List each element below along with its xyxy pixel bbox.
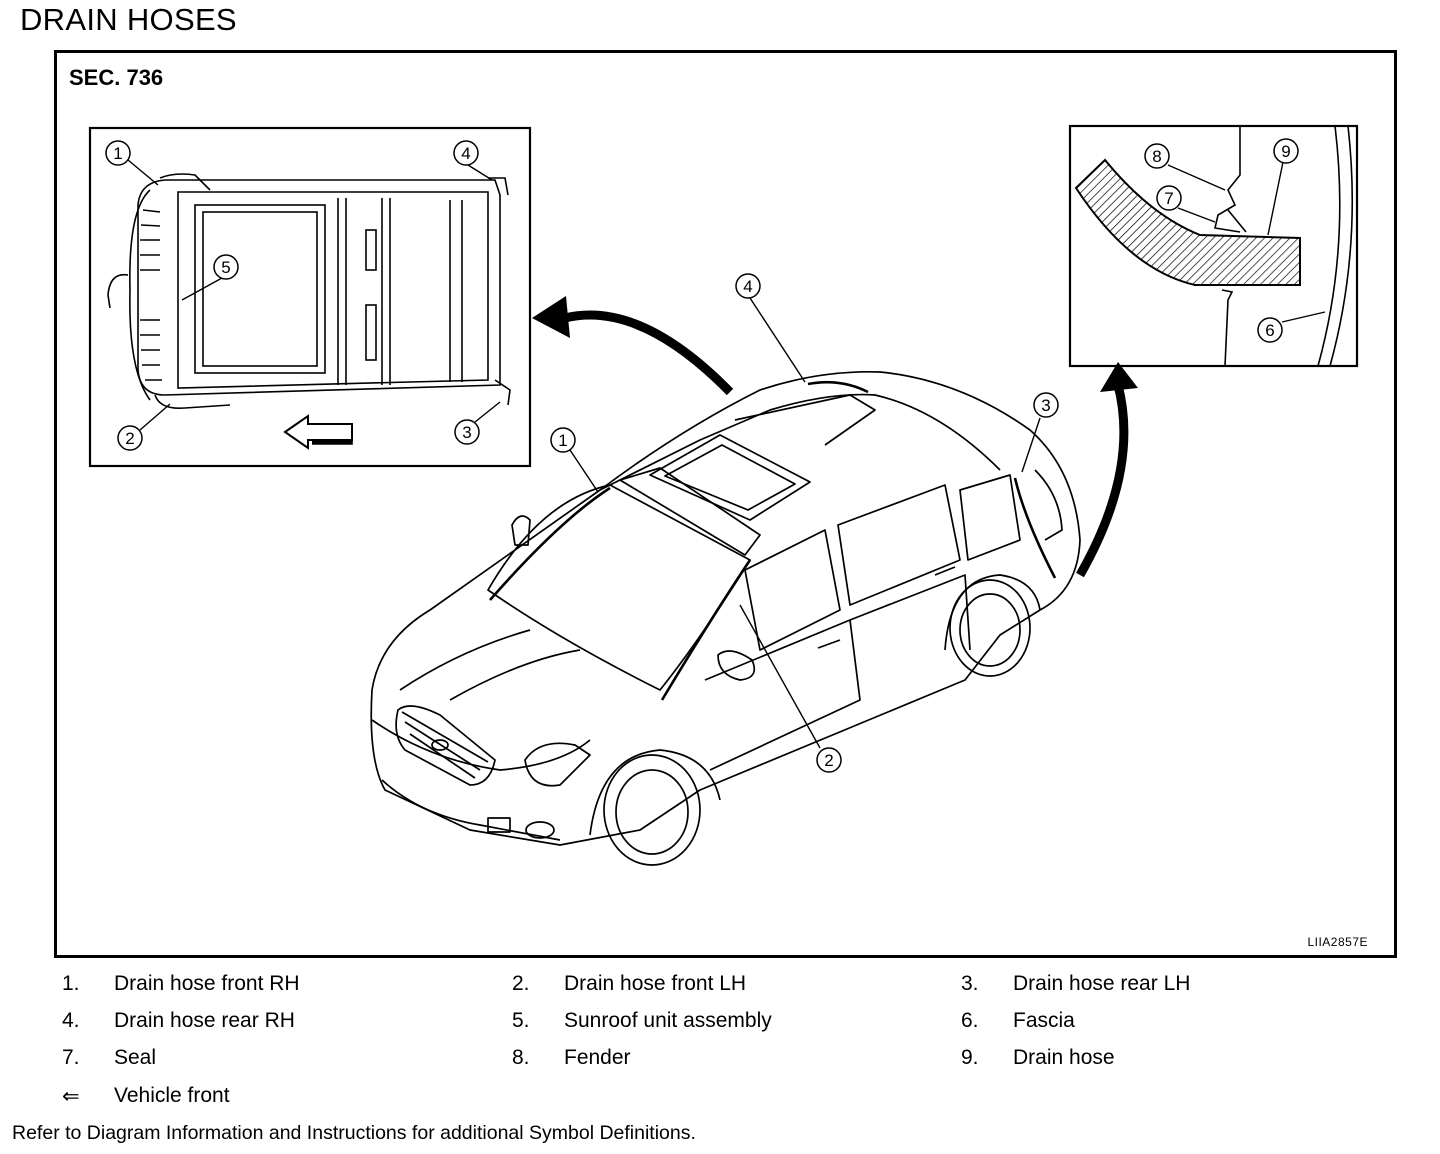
callout-8: 8: [1144, 143, 1170, 169]
legend-label: Drain hose front RH: [114, 972, 300, 995]
vehicle-illustration: [370, 370, 1081, 866]
footnote: Refer to Diagram Information and Instruc…: [12, 1122, 696, 1144]
svg-text:2: 2: [824, 751, 833, 770]
pointer-arrows: [532, 296, 1138, 578]
legend-number: 8.: [512, 1046, 530, 1069]
legend-number: 2.: [512, 972, 530, 995]
legend-label: Drain hose rear LH: [1013, 972, 1191, 995]
svg-text:2: 2: [125, 429, 134, 448]
legend-label: Vehicle front: [114, 1084, 230, 1107]
vehicle-front-arrow-icon: ⇐: [62, 1085, 80, 1108]
legend-number: 1.: [62, 972, 80, 995]
leader-lines: [127, 159, 1326, 749]
callout-1-inset: 1: [105, 140, 131, 166]
legend-label: Drain hose rear RH: [114, 1009, 295, 1032]
svg-text:3: 3: [462, 423, 471, 442]
diagram-frame: SEC. 736 LIIA2857E: [54, 50, 1397, 958]
callout-3-inset: 3: [454, 419, 480, 445]
legend-label: Fender: [564, 1046, 631, 1069]
callout-3-vehicle: 3: [1033, 392, 1059, 418]
callout-5-inset: 5: [213, 254, 239, 280]
legend-number: 7.: [62, 1046, 80, 1069]
callout-7: 7: [1156, 185, 1182, 211]
svg-text:4: 4: [743, 277, 752, 296]
svg-text:9: 9: [1281, 142, 1290, 161]
svg-text:7: 7: [1164, 189, 1173, 208]
legend-label: Drain hose front LH: [564, 972, 747, 995]
callout-2-vehicle: 2: [816, 747, 842, 773]
legend-number: 5.: [512, 1009, 530, 1032]
svg-text:1: 1: [113, 144, 122, 163]
section-label: SEC. 736: [69, 65, 164, 90]
figure-code: LIIA2857E: [1307, 935, 1368, 949]
legend-number: 6.: [961, 1009, 979, 1032]
callout-4-inset: 4: [453, 140, 479, 166]
callout-4-vehicle: 4: [735, 273, 761, 299]
callout-9: 9: [1273, 138, 1299, 164]
callout-1-vehicle: 1: [550, 427, 576, 453]
callouts: 1 4 5 2 3 1 4 3 2 8 7 9 6: [105, 138, 1299, 773]
parts-legend: 1. Drain hose front RH 2. Drain hose fro…: [0, 962, 1440, 1112]
svg-text:3: 3: [1041, 396, 1050, 415]
svg-text:6: 6: [1265, 321, 1274, 340]
legend-label: Fascia: [1013, 1009, 1075, 1032]
legend-number: 3.: [961, 972, 979, 995]
svg-text:8: 8: [1152, 147, 1161, 166]
svg-text:5: 5: [221, 258, 230, 277]
diagram-artwork: 1 4 5 2 3 1 4 3 2 8 7 9 6: [88, 124, 1359, 866]
page-title: DRAIN HOSES: [20, 2, 237, 37]
legend-label: Sunroof unit assembly: [564, 1009, 772, 1032]
drain-outlet-detail-inset: [1068, 124, 1359, 368]
callout-2-inset: 2: [117, 425, 143, 451]
legend-label: Seal: [114, 1046, 157, 1069]
legend-number: 4.: [62, 1009, 80, 1032]
legend-label: Drain hose: [1013, 1046, 1115, 1069]
legend-number: 9.: [961, 1046, 979, 1069]
svg-text:4: 4: [461, 144, 470, 163]
svg-text:1: 1: [558, 431, 567, 450]
callout-6: 6: [1257, 317, 1283, 343]
